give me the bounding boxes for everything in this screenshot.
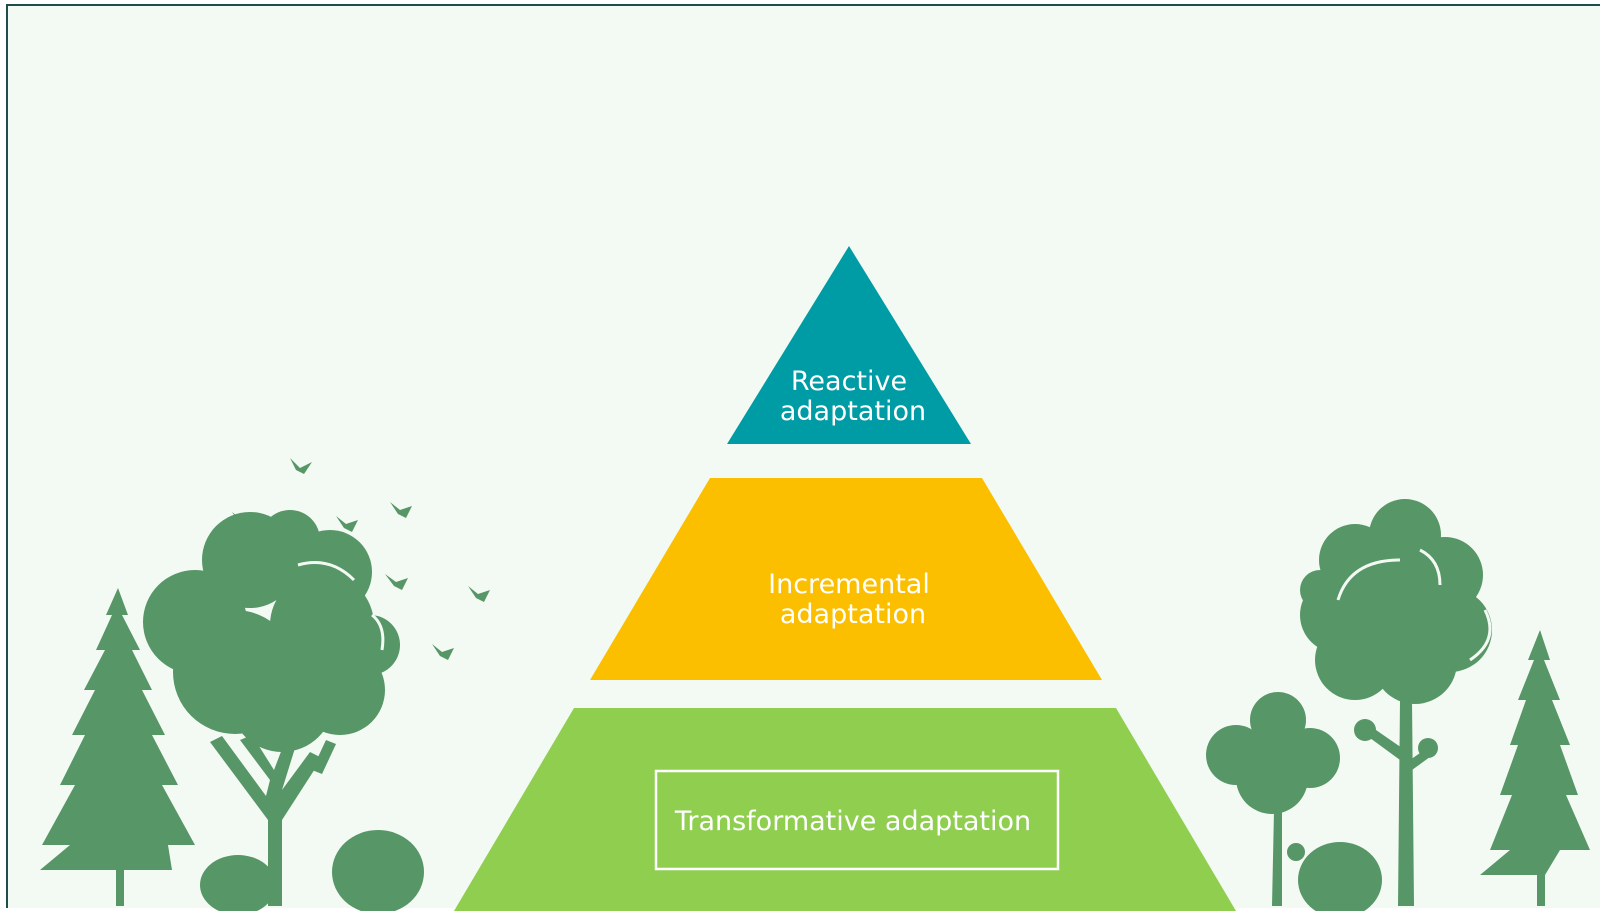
reactive-label-line1: Reactive: [791, 366, 907, 397]
pyramid-level-incremental: [590, 478, 1102, 680]
right-tree-highlights: [1336, 548, 1492, 662]
transformative-label: Transformative adaptation: [674, 806, 1031, 837]
pyramid-level-reactive: [727, 246, 971, 444]
incremental-label-line2: adaptation: [780, 599, 926, 630]
left-trees-illustration: [40, 458, 490, 911]
incremental-label-line1: Incremental: [768, 569, 930, 600]
pyramid-level-transformative: [454, 708, 1236, 911]
transformative-label-box: [654, 769, 1060, 871]
reactive-label-line2: adaptation: [780, 396, 926, 427]
left-tree-highlights: [297, 561, 385, 651]
